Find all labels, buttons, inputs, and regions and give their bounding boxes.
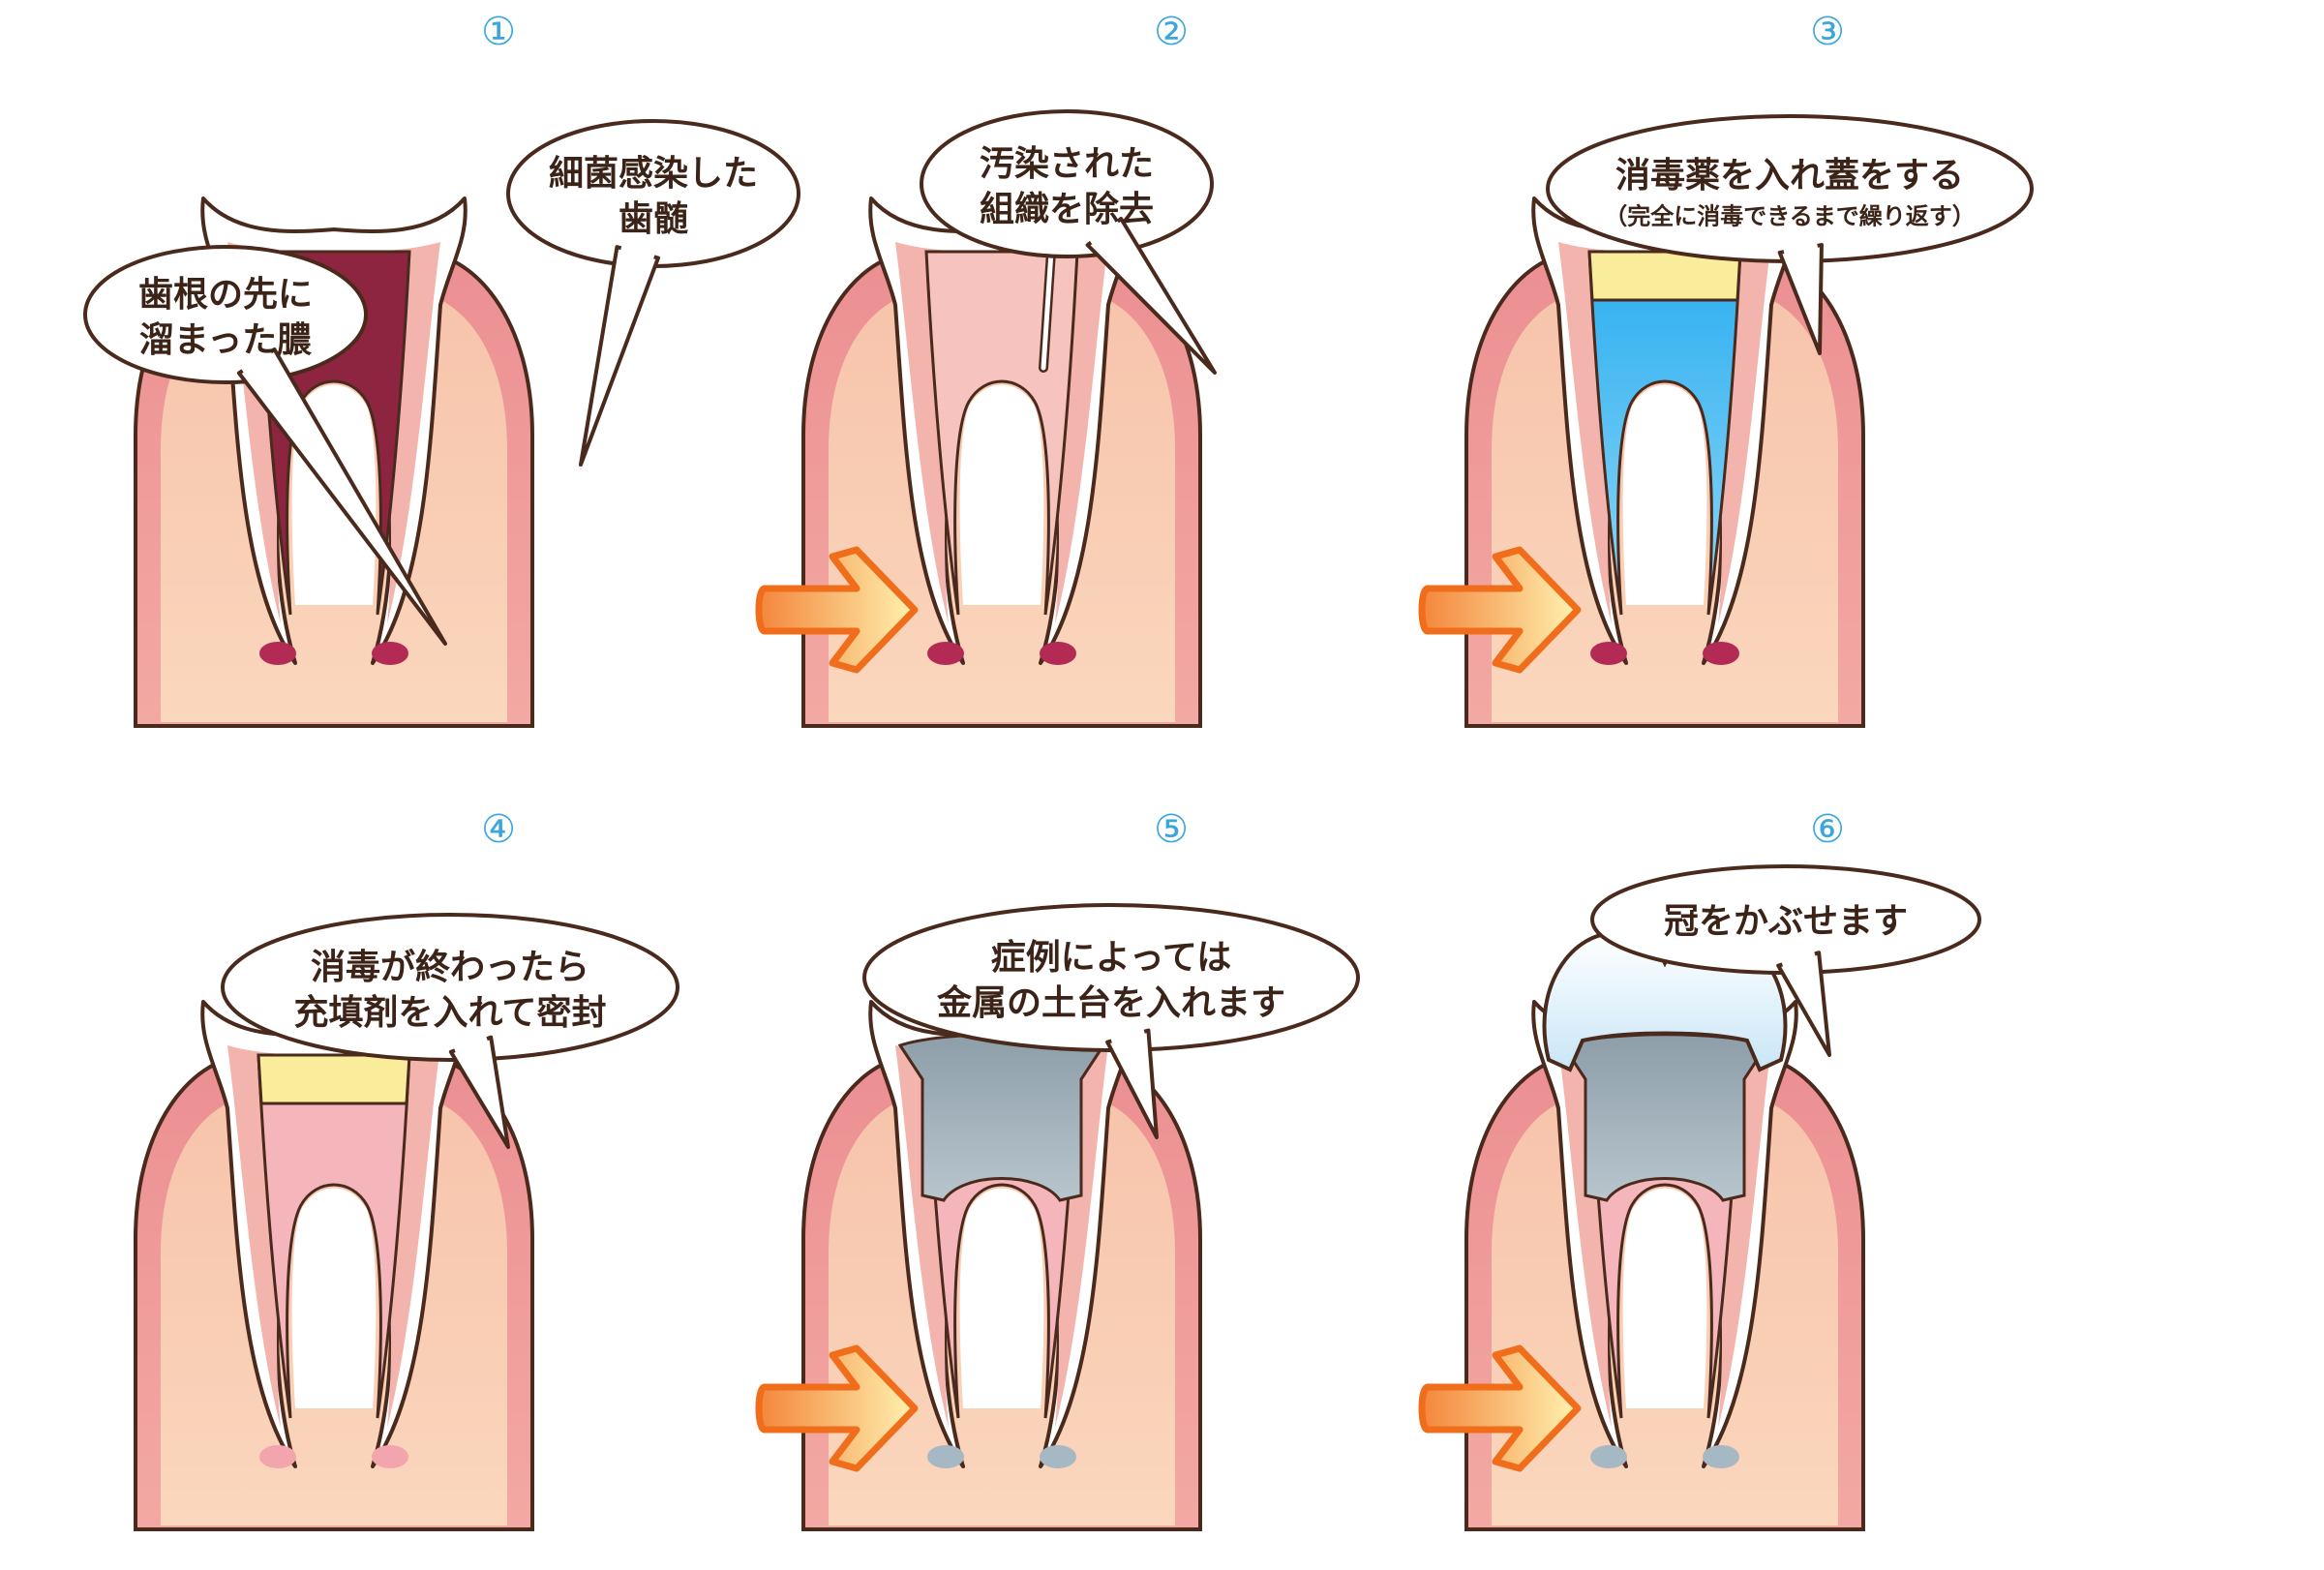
- tooth-step-6: [1464, 930, 1865, 1531]
- pulp-canal: [1587, 250, 1742, 616]
- bubble-label-line: 症例によっては: [991, 938, 1231, 978]
- pulp-canal: [257, 1053, 411, 1419]
- pulp-canal: [924, 250, 1079, 616]
- bubble-tail-join: [619, 244, 655, 261]
- bubble-shape: [506, 119, 800, 268]
- bubble-label-line: 汚染された: [980, 144, 1154, 184]
- right-arrow-icon: [1418, 1344, 1582, 1472]
- apex-spot-left: [1590, 1445, 1627, 1468]
- arrow-body: [1418, 546, 1582, 674]
- bubble-label-line: 金属の土台を入れます: [936, 982, 1285, 1023]
- bubble-tail-join: [453, 1035, 489, 1054]
- root-gap: [1622, 1188, 1707, 1408]
- root-gap: [1622, 384, 1707, 605]
- bubble-tail-join: [1110, 1027, 1146, 1045]
- bubble-label-line: 細菌感染した: [549, 154, 758, 194]
- arrow-body: [1418, 1344, 1582, 1472]
- bubble-medicine: 消毒薬を入れ蓋をする （完全に消毒できるまで繰り返す）: [1546, 114, 2034, 355]
- step-number: ⑤: [1154, 807, 1189, 852]
- bubble-label-line: 消毒が終わったら: [311, 948, 589, 987]
- bubble-label-line: 歯髄: [619, 199, 688, 239]
- root-gap: [959, 1188, 1044, 1408]
- tooth-step-4: [134, 1000, 534, 1531]
- bubble-label-line: 組織を除去: [980, 190, 1154, 229]
- arrow-body: [755, 1344, 919, 1472]
- bubble-tail-join: [1088, 218, 1121, 246]
- apex-spot-left: [259, 1445, 296, 1468]
- bubble-label-line: 消毒薬を入れ蓋をする: [1615, 156, 1964, 196]
- temporary-lid: [257, 1053, 411, 1105]
- step-number: ⑥: [1810, 807, 1845, 852]
- step-number: ③: [1810, 10, 1845, 54]
- step-number: ①: [481, 10, 516, 54]
- bubble-shape: [221, 913, 679, 1062]
- metal-post: [897, 1033, 1106, 1202]
- root-gap: [291, 1188, 377, 1408]
- apex-spot-left: [927, 1445, 964, 1468]
- bubble-label-line: 溜まった膿: [139, 320, 313, 360]
- bubble-crown: 冠をかぶせます: [1590, 864, 1981, 1057]
- apex-spot-left: [259, 642, 296, 665]
- bubble-shape: [920, 109, 1214, 258]
- apex-spot-right: [372, 642, 408, 665]
- arrow-body: [755, 546, 919, 674]
- bubble-sublabel: （完全に消毒できるまで繰り返す）: [1604, 203, 1976, 230]
- bubble-tail-join: [240, 348, 274, 375]
- apex-spot-right: [1703, 642, 1739, 665]
- bubble-tail-join: [1783, 241, 1819, 257]
- step-number: ②: [1154, 10, 1189, 54]
- bubble-shape: [83, 245, 368, 384]
- apex-spot-right: [1040, 1445, 1076, 1468]
- step-number: ④: [481, 807, 516, 852]
- right-arrow-icon: [755, 1344, 919, 1472]
- apex-spot-right: [1040, 642, 1076, 665]
- right-arrow-icon: [1418, 546, 1582, 674]
- bubble-label-line: 冠をかぶせます: [1664, 902, 1908, 942]
- apex-spot-right: [1703, 1445, 1739, 1468]
- bubble-shape: [862, 903, 1360, 1052]
- apex-spot-right: [372, 1445, 408, 1468]
- tooth-step-2: [801, 196, 1202, 728]
- bubble-label-line: 充填剤を入れて密封: [294, 992, 607, 1033]
- bubble-tail-join: [1781, 950, 1817, 969]
- metal-post: [1560, 1033, 1769, 1202]
- apex-spot-left: [927, 642, 964, 665]
- root-gap: [959, 384, 1044, 605]
- right-arrow-icon: [755, 546, 919, 674]
- apex-spot-left: [1590, 642, 1627, 665]
- bubble-tail: [579, 245, 660, 467]
- bubble-label-line: 歯根の先に: [138, 275, 313, 315]
